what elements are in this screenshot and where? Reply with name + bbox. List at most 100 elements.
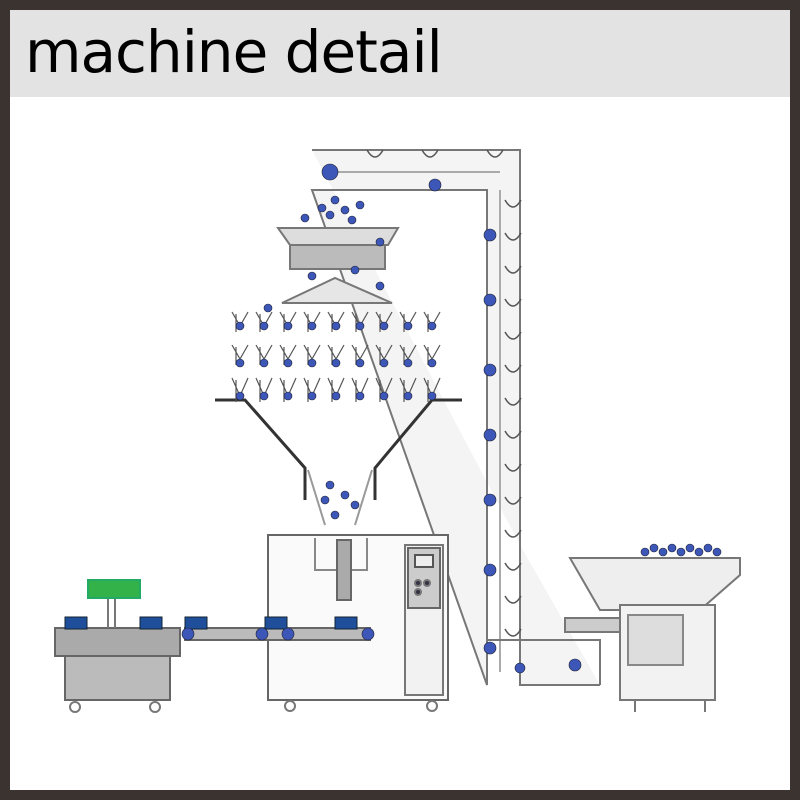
product-ball: [317, 203, 327, 213]
product-ball: [307, 321, 317, 331]
product-ball: [667, 543, 677, 553]
product-ball: [379, 391, 389, 401]
product-ball: [307, 391, 317, 401]
elevator-bucket: [504, 628, 522, 637]
panel-button: [414, 579, 422, 587]
product-ball: [379, 321, 389, 331]
elevator-bucket: [504, 298, 522, 307]
product-ball: [483, 563, 497, 577]
diagram-shape: [564, 617, 621, 633]
collecting-funnel: [215, 398, 462, 500]
elevator-bucket: [504, 232, 522, 241]
product-ball: [483, 293, 497, 307]
product-ball: [300, 213, 310, 223]
feed-hopper: [276, 227, 400, 246]
elevator-bucket: [504, 562, 522, 571]
product-ball: [676, 547, 686, 557]
product-ball: [427, 321, 437, 331]
product-ball: [355, 200, 365, 210]
elevator-bucket: [504, 397, 522, 406]
forming-tube: [336, 539, 352, 601]
product-ball: [355, 358, 365, 368]
elevator-bucket: [504, 595, 522, 604]
panel-button: [414, 588, 422, 596]
weigher-table-top: [54, 627, 181, 657]
diagram-shape: [64, 149, 722, 674]
product-ball: [340, 490, 350, 500]
product-ball: [694, 547, 704, 557]
product-ball: [685, 543, 695, 553]
product-ball: [658, 547, 668, 557]
product-ball: [259, 321, 269, 331]
product-ball: [307, 358, 317, 368]
product-ball: [283, 321, 293, 331]
elevator-bucket: [504, 430, 522, 439]
elevator-bucket: [486, 149, 504, 158]
product-ball: [321, 163, 339, 181]
product-ball: [331, 358, 341, 368]
product-ball: [255, 627, 269, 641]
product-ball: [375, 281, 385, 291]
elevator-bucket: [504, 529, 522, 538]
product-ball: [181, 627, 195, 641]
product-ball: [483, 363, 497, 377]
product-ball: [483, 228, 497, 242]
diagram-shape: [284, 700, 296, 712]
product-ball: [330, 510, 340, 520]
diagram-shape: [69, 701, 81, 713]
product-ball: [235, 321, 245, 331]
product-ball: [649, 543, 659, 553]
header-bar: machine detail: [10, 10, 790, 97]
product-cup: [139, 616, 163, 630]
product-ball: [283, 358, 293, 368]
elevator-bucket: [504, 364, 522, 373]
diagram-shape: [627, 614, 684, 666]
product-ball: [483, 641, 497, 655]
weigher-table-base: [64, 655, 171, 701]
product-ball: [428, 178, 442, 192]
product-cup: [184, 616, 208, 630]
elevator-bucket: [504, 496, 522, 505]
product-ball: [307, 271, 317, 281]
weight-display: [87, 579, 141, 599]
product-ball: [325, 210, 335, 220]
product-ball: [379, 358, 389, 368]
elevator-bucket: [504, 331, 522, 340]
elevator-bottom: [487, 639, 601, 685]
product-ball: [514, 662, 526, 674]
product-ball: [361, 627, 375, 641]
vibrating-tray: [568, 557, 741, 611]
product-ball: [403, 358, 413, 368]
product-cup: [334, 616, 358, 630]
elevator-bucket: [366, 149, 384, 158]
panel-screen: [414, 554, 434, 568]
product-ball: [350, 500, 360, 510]
product-ball: [403, 321, 413, 331]
product-ball: [427, 358, 437, 368]
product-ball: [568, 658, 582, 672]
product-ball: [331, 321, 341, 331]
product-ball: [703, 543, 713, 553]
product-ball: [235, 391, 245, 401]
product-cup: [64, 616, 88, 630]
product-ball: [325, 480, 335, 490]
product-ball: [283, 391, 293, 401]
product-ball: [347, 215, 357, 225]
elevator-bucket: [421, 149, 439, 158]
product-ball: [640, 547, 650, 557]
diagram-shape: [149, 701, 161, 713]
product-ball: [355, 321, 365, 331]
product-ball: [483, 493, 497, 507]
product-ball: [331, 391, 341, 401]
product-ball: [320, 495, 330, 505]
diagram-shape: [54, 149, 741, 713]
page-title: machine detail: [25, 18, 443, 86]
product-ball: [350, 265, 360, 275]
elevator-bucket: [504, 463, 522, 472]
elevator-bucket: [504, 199, 522, 208]
product-ball: [483, 428, 497, 442]
product-ball: [355, 391, 365, 401]
product-ball: [281, 627, 295, 641]
product-ball: [235, 358, 245, 368]
elevator-bucket: [504, 265, 522, 274]
